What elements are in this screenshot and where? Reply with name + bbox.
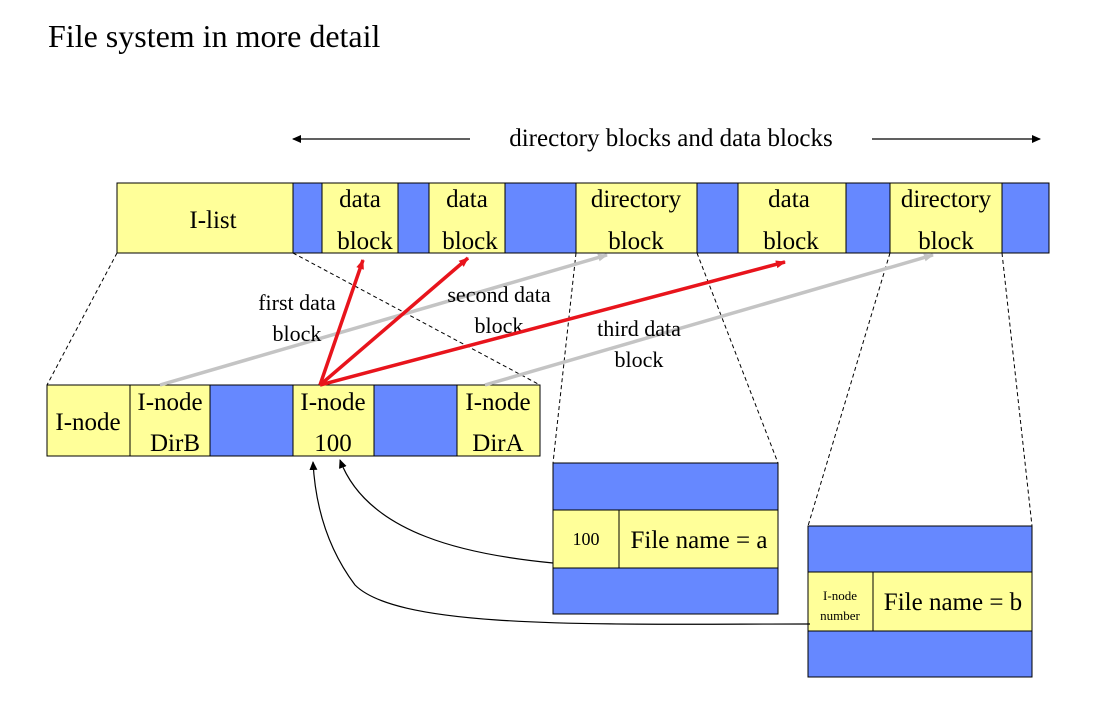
dir-b-name-cell: [872, 571, 1033, 632]
dir-a-inode-number: 100: [573, 529, 600, 549]
inode-dirb-cell: [129, 384, 211, 457]
third-data-block-arrow: [319, 260, 786, 387]
dir-a-name-cell: [618, 509, 779, 569]
inode-100-cell: [292, 384, 375, 457]
third-data-label-line2: block: [615, 347, 664, 372]
inode-100-line2: 100: [314, 430, 352, 457]
dir-b-entry-to-inode-arrow: [309, 461, 811, 625]
span-label: directory blocks and data blocks: [509, 125, 833, 152]
ilist-region: [116, 182, 294, 254]
dir-a-entry-to-inode-arrow: [339, 459, 554, 564]
first-data-label-line1: first data: [258, 290, 336, 315]
dir-a-inode-cell: [552, 509, 620, 569]
directory-a-detail: 100 File name = a: [552, 462, 779, 615]
free-block: [504, 182, 577, 254]
inode-dira-line2: DirA: [472, 430, 523, 457]
dirb-to-directory-block-arrow: [159, 253, 608, 387]
third-data-label-line1: third data: [597, 316, 681, 341]
directory-block-2: [889, 182, 1003, 254]
free-block: [397, 182, 430, 254]
dir-b-inode-cell: [807, 571, 874, 632]
free-block: [845, 182, 891, 254]
directory-b-detail: I-node number File name = b: [807, 525, 1033, 678]
annotations: first data block second data block third…: [258, 282, 681, 372]
inode-free-cell: [373, 384, 458, 457]
free-block: [292, 182, 323, 254]
first-data-block-arrow: [318, 259, 365, 386]
link-arrows: [309, 459, 811, 625]
second-data-label-line1: second data: [447, 282, 550, 307]
dir-b-inode-line2: number: [820, 608, 860, 623]
dir-b-inode-line1: I-node: [823, 588, 857, 603]
data-block-3-line1: data: [768, 186, 810, 213]
inode-dirb-line1: I-node: [137, 389, 202, 416]
red-arrows: [318, 256, 786, 387]
free-block: [1001, 182, 1050, 254]
gray-arrows: [159, 253, 934, 387]
free-block: [696, 182, 739, 254]
span-arrow: directory blocks and data blocks: [292, 125, 1041, 152]
ilist-label: I-list: [189, 207, 236, 234]
zoom-lines: [46, 252, 1033, 527]
inode-free-cell: [209, 384, 294, 457]
data-block-1: [321, 182, 399, 254]
inode-100-line1: I-node: [300, 389, 365, 416]
data-block-2: [428, 182, 506, 254]
data-block-1-line2: block: [337, 228, 393, 255]
inode-first-label: I-node: [55, 409, 120, 436]
page-title: File system in more detail: [48, 18, 381, 54]
data-block-1-line1: data: [339, 186, 381, 213]
data-block-2-line1: data: [446, 186, 488, 213]
first-data-label-line2: block: [273, 321, 322, 346]
data-block-3-line2: block: [763, 228, 819, 255]
inode-dirb-line2: DirB: [150, 430, 200, 457]
directory-block-2-line2: block: [918, 228, 974, 255]
inode-list: I-node I-node DirB I-node 100 I-node Dir…: [46, 384, 541, 457]
directory-block-1-line2: block: [608, 228, 664, 255]
inode-dira-cell: [456, 384, 541, 457]
inode-dira-line1: I-node: [465, 389, 530, 416]
data-block-2-line2: block: [442, 228, 498, 255]
second-data-block-arrow: [318, 256, 470, 387]
directory-block-1-line1: directory: [591, 186, 682, 213]
dir-b-file-name: File name = b: [884, 589, 1022, 616]
directory-block-2-line1: directory: [901, 186, 992, 213]
dira-to-directory-block-arrow: [484, 253, 934, 387]
disk-layout: I-list data block data block directory b…: [116, 182, 1050, 255]
directory-block-1: [575, 182, 698, 254]
dir-a-file-name: File name = a: [631, 527, 768, 554]
inode-first-cell: [46, 384, 131, 457]
